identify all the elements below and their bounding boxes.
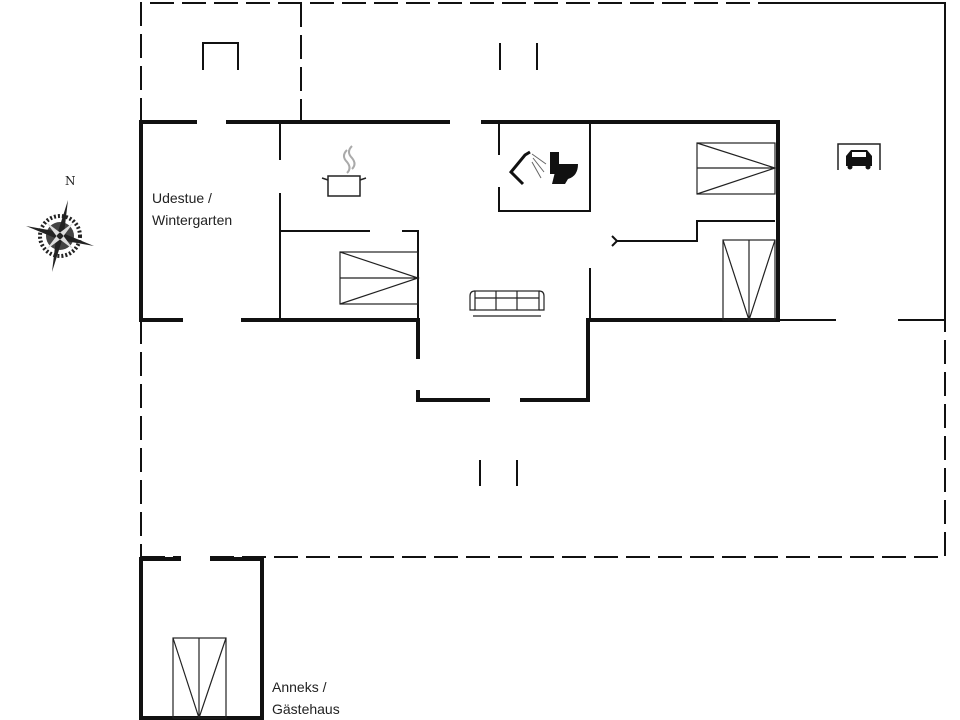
wardrobe-icon <box>172 637 227 720</box>
bed-icon <box>339 251 420 305</box>
toilet-icon <box>550 152 578 184</box>
car-icon <box>837 143 881 170</box>
room-label-line: Udestue / <box>152 190 212 206</box>
carport-outline <box>778 2 946 321</box>
room-label-annex: Anneks / Gästehaus <box>272 676 340 720</box>
wardrobe-icon <box>722 239 776 322</box>
dashed-outlines <box>140 2 946 558</box>
north-label: N <box>65 174 76 188</box>
sofa-icon <box>469 290 545 317</box>
room-label-line: Wintergarten <box>152 212 233 228</box>
annex-walls <box>139 557 264 720</box>
terrace-markers <box>202 42 538 486</box>
exterior-walls <box>139 120 780 402</box>
bed-icon <box>696 142 777 195</box>
shower-icon <box>508 150 547 186</box>
kitchen-pot-icon <box>321 145 367 197</box>
room-label-line: Gästehaus <box>272 701 340 717</box>
interior-walls <box>279 122 775 320</box>
room-label-sunroom: Udestue / Wintergarten <box>152 187 232 231</box>
compass-rose-icon <box>26 200 94 272</box>
room-label-line: Anneks / <box>272 679 327 695</box>
